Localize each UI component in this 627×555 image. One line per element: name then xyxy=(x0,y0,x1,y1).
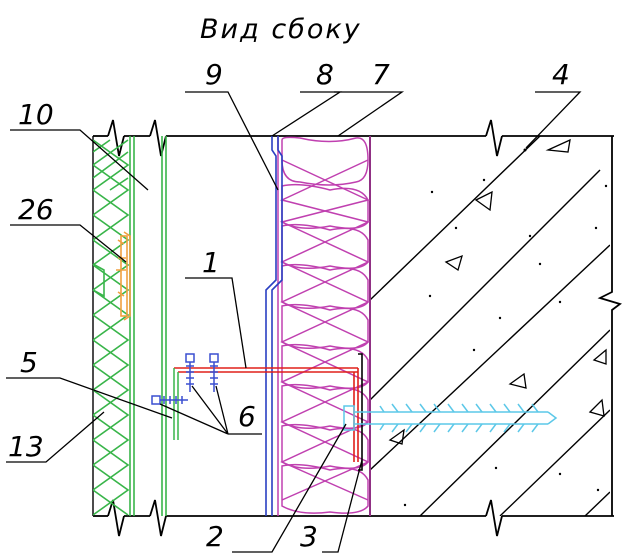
callout-5: 5 xyxy=(20,346,38,379)
anchor-dowel xyxy=(343,403,558,433)
support-bracket xyxy=(173,353,363,471)
callout-labels: 10 26 5 13 9 8 7 4 1 6 2 3 xyxy=(8,58,570,553)
callout-7: 7 xyxy=(372,58,390,91)
concrete-aggregate xyxy=(388,138,607,445)
callout-9: 9 xyxy=(205,58,223,91)
fastening-clip xyxy=(116,231,131,321)
thermal-insulation xyxy=(277,136,371,516)
callout-13: 13 xyxy=(8,430,44,463)
bolt-set xyxy=(151,353,219,405)
callout-1: 1 xyxy=(202,246,220,279)
leader-lines xyxy=(6,91,582,553)
facade-cladding xyxy=(92,136,167,516)
callout-6: 6 xyxy=(238,400,256,433)
view-title: Вид сбоку xyxy=(200,14,362,45)
callout-26: 26 xyxy=(18,193,54,226)
callout-2: 2 xyxy=(206,520,224,553)
callout-3: 3 xyxy=(300,520,318,553)
concrete-dots xyxy=(403,148,608,507)
wind-membrane xyxy=(265,136,283,516)
callout-10: 10 xyxy=(18,98,54,131)
concrete-wall xyxy=(370,136,610,516)
callout-8: 8 xyxy=(316,58,334,91)
callout-4: 4 xyxy=(552,58,570,91)
